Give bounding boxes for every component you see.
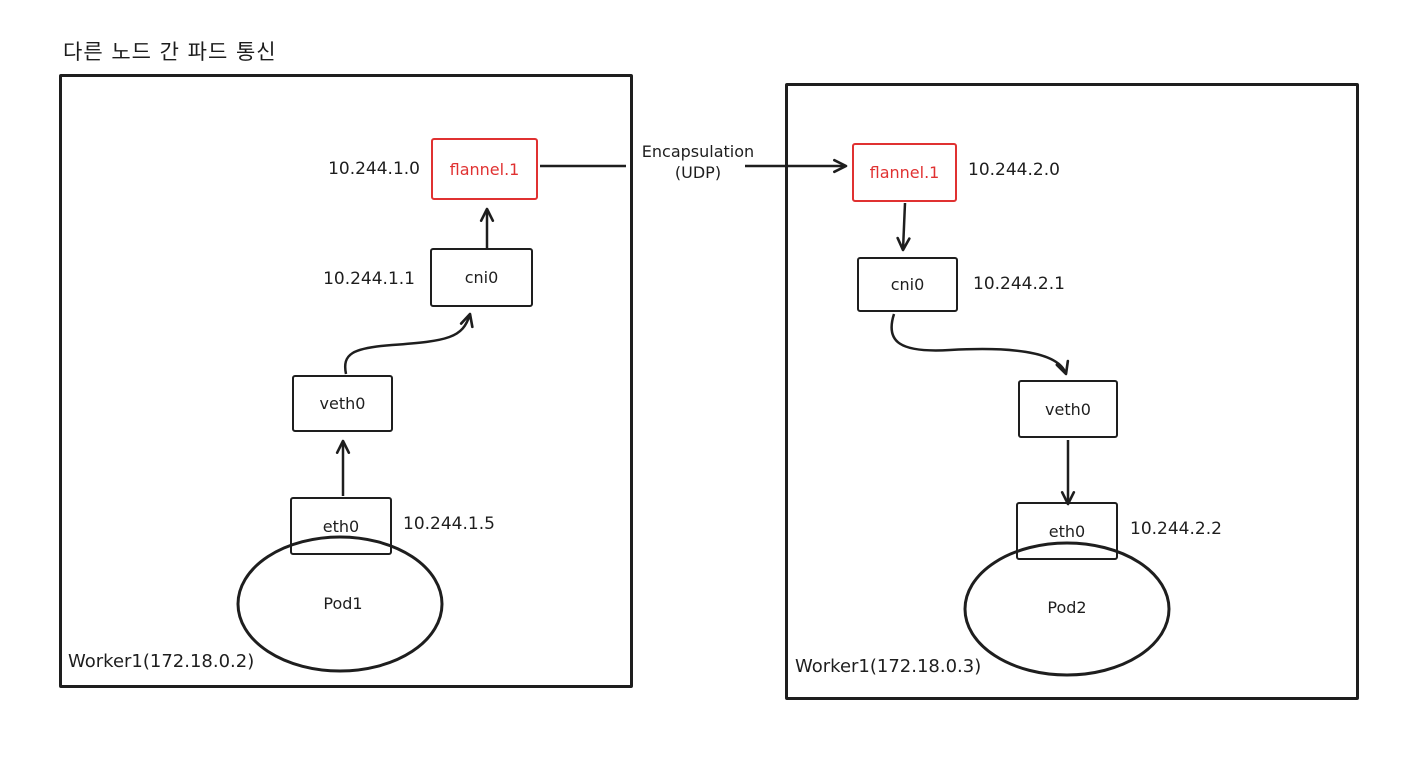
- diagram-title: 다른 노드 간 파드 통신: [63, 40, 277, 64]
- eth0-ip-left: 10.244.1.5: [403, 514, 495, 534]
- flannel-label-left: flannel.1: [449, 159, 520, 179]
- cni0-box-right: cni0: [857, 257, 958, 312]
- flannel-box-left: flannel.1: [431, 138, 538, 200]
- worker-label-right: Worker1(172.18.0.3): [795, 656, 982, 677]
- veth0-label-right: veth0: [1045, 399, 1091, 419]
- pod1-label: Pod1: [323, 594, 363, 613]
- cni0-ip-right: 10.244.2.1: [973, 274, 1065, 294]
- worker1-node-box-left: [59, 74, 633, 688]
- cni0-label-left: cni0: [464, 268, 499, 287]
- encapsulation-label-line2: (UDP): [674, 163, 722, 182]
- pod2-label: Pod2: [1047, 598, 1087, 617]
- flannel-box-right: flannel.1: [852, 143, 957, 202]
- veth0-box-right: veth0: [1018, 380, 1118, 438]
- cni0-box-left: cni0: [430, 248, 533, 307]
- cni0-label-right: cni0: [890, 275, 925, 294]
- eth0-label-right: eth0: [1048, 521, 1086, 541]
- cni0-ip-left: 10.244.1.1: [323, 269, 415, 289]
- veth0-label-left: veth0: [319, 394, 366, 413]
- encapsulation-label-line1: Encapsulation: [641, 142, 755, 161]
- flannel-label-right: flannel.1: [869, 163, 940, 182]
- eth0-ip-right: 10.244.2.2: [1130, 519, 1222, 539]
- eth0-box-right: eth0: [1016, 502, 1118, 560]
- flannel-ip-left: 10.244.1.0: [328, 159, 420, 179]
- encapsulation-label: Encapsulation (UDP): [628, 141, 768, 183]
- veth0-box-left: veth0: [292, 375, 393, 432]
- worker-label-left: Worker1(172.18.0.2): [68, 651, 255, 672]
- eth0-label-left: eth0: [322, 516, 360, 536]
- flannel-ip-right: 10.244.2.0: [968, 160, 1060, 180]
- worker1-node-box-right: [785, 83, 1359, 700]
- eth0-box-left: eth0: [290, 497, 392, 555]
